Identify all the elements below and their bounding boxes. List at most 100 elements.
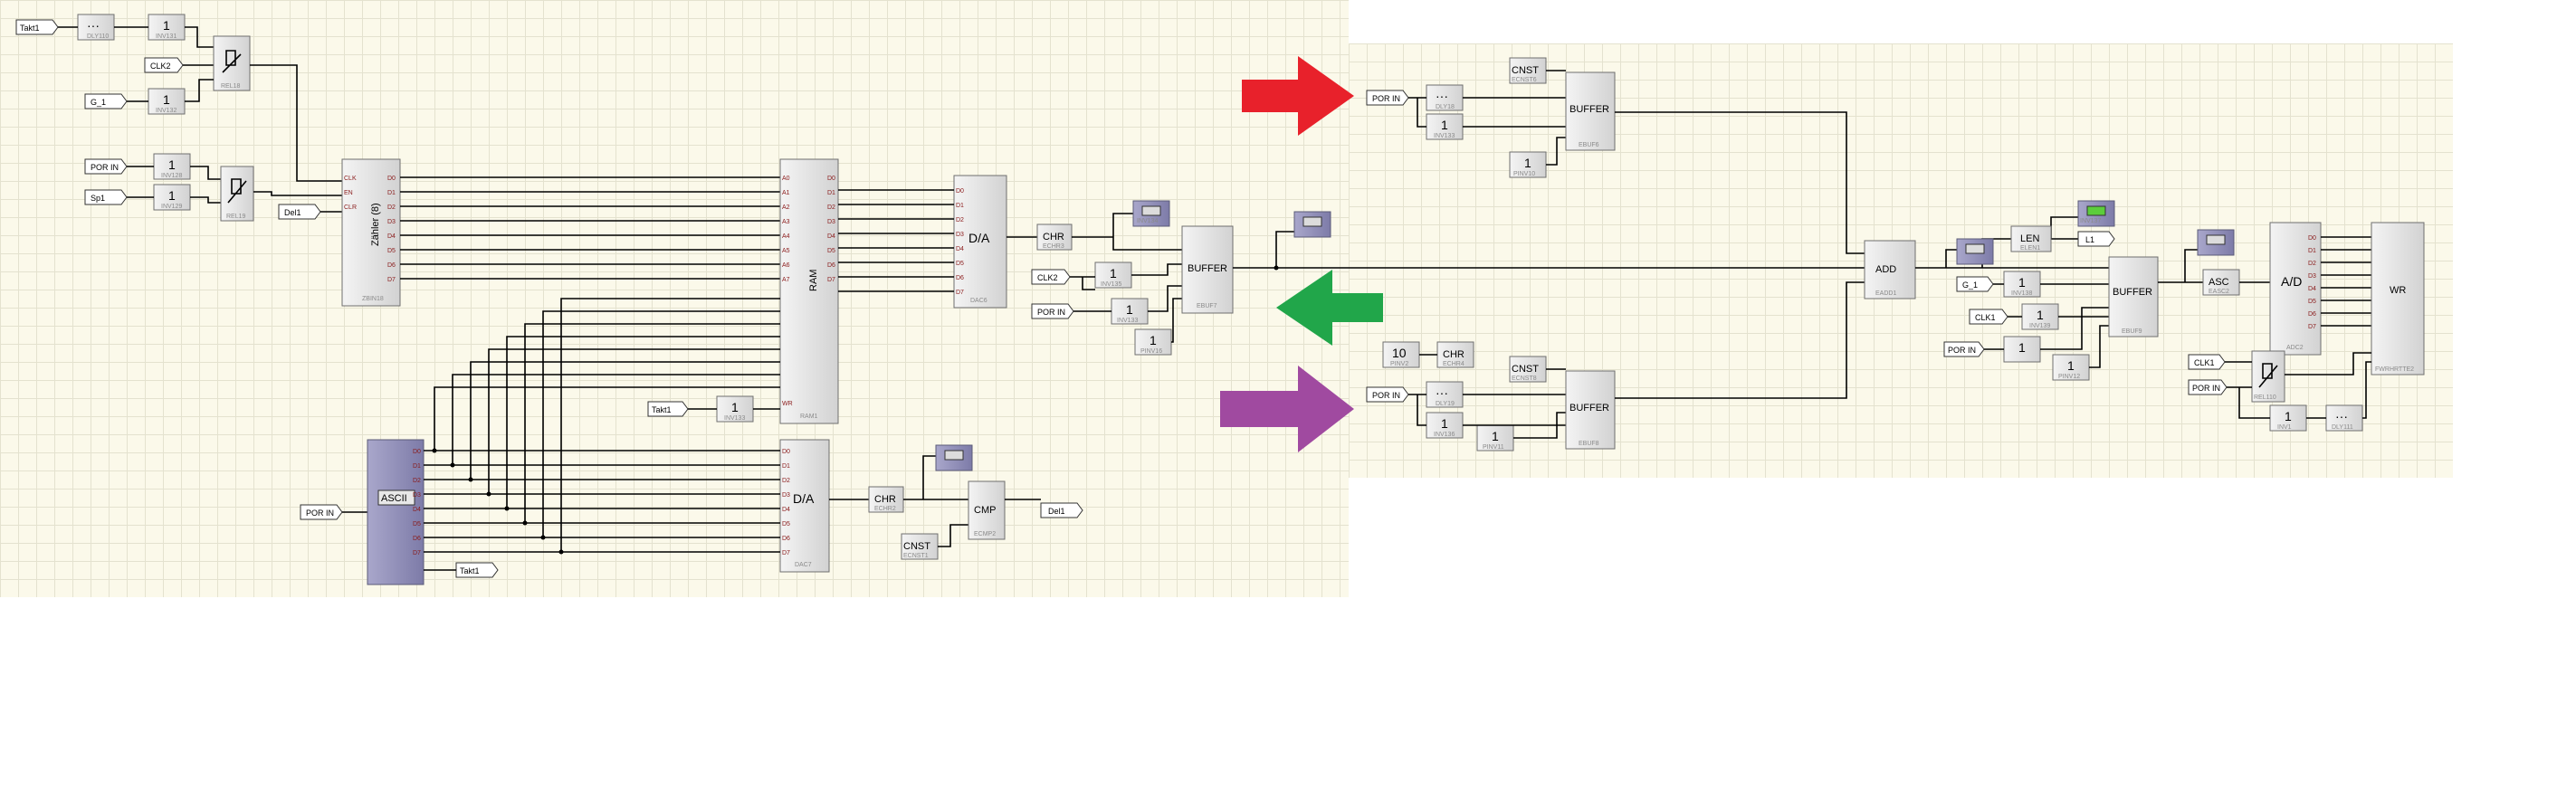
- tag-por-in-6[interactable]: [1943, 341, 1985, 357]
- buffer-9-label: BUFFER: [2113, 287, 2152, 298]
- inv-block-11[interactable]: [2021, 303, 2059, 330]
- ascii-pin-d7: D7: [413, 550, 421, 556]
- pinv-block-1[interactable]: [1134, 328, 1172, 356]
- add-block[interactable]: [1864, 240, 1916, 299]
- asc-block[interactable]: [2202, 269, 2240, 296]
- eadd1-sub: EADD1: [1875, 290, 1896, 297]
- pinv12-sub: PINV12: [2058, 374, 2080, 380]
- dly-block-4[interactable]: [2325, 404, 2363, 432]
- tag-clk2-2[interactable]: [1031, 269, 1071, 285]
- wire: [938, 524, 968, 547]
- ebuf6-sub: EBUF6: [1579, 142, 1599, 148]
- dly-block-3[interactable]: [1426, 381, 1464, 408]
- tag-takt1-2[interactable]: [647, 401, 689, 417]
- cnst-block-1[interactable]: [901, 533, 939, 560]
- pinv-5-label: 1: [2067, 358, 2075, 373]
- dac2-pin-d2: D2: [782, 478, 790, 484]
- wire: [1615, 111, 1865, 254]
- ram-out-pin-d5: D5: [827, 248, 835, 254]
- ascii-to-ram-wire: [542, 310, 780, 537]
- buffer-block-7[interactable]: [1181, 225, 1234, 314]
- adc2-sub: ADC2: [2286, 345, 2304, 351]
- chr-block-3[interactable]: [1436, 341, 1474, 368]
- display-1-screen: [1141, 205, 1161, 216]
- tag-g1[interactable]: [84, 93, 128, 109]
- dac-block-1[interactable]: [953, 175, 1007, 309]
- tag-sp1[interactable]: [84, 189, 128, 205]
- tag-clk1-2[interactable]: [2188, 354, 2226, 370]
- tag-g1-label: G_1: [91, 98, 106, 107]
- relay-block-2[interactable]: [220, 166, 254, 222]
- buffer-block-8[interactable]: [1565, 370, 1616, 450]
- pinv-block-5[interactable]: [2052, 354, 2090, 381]
- ascii-block[interactable]: [367, 439, 425, 585]
- inv-block-6-label: 1: [1110, 266, 1117, 280]
- tag-clk2-label: CLK2: [150, 62, 171, 71]
- len-block[interactable]: [2010, 225, 2052, 252]
- tag-por-in-1[interactable]: [84, 158, 128, 175]
- inv8-sub: INV133: [1434, 133, 1455, 139]
- dac1-pin-d3: D3: [956, 232, 964, 238]
- tag-por-in-5[interactable]: [1366, 386, 1409, 403]
- cnst-block-3[interactable]: [1509, 356, 1547, 383]
- inv-block-12[interactable]: [2003, 336, 2041, 363]
- counter-pin-d0: D0: [387, 176, 396, 182]
- wire: [2225, 352, 2371, 419]
- tag-clk2[interactable]: [144, 57, 184, 73]
- tag-por-in-3[interactable]: [300, 504, 343, 520]
- adc-pin-d2: D2: [2308, 261, 2316, 267]
- dac1-pin-d0: D0: [956, 188, 964, 195]
- adc-pin-d5: D5: [2308, 299, 2316, 305]
- counter-block[interactable]: [341, 158, 401, 307]
- dly-block-2[interactable]: [1426, 84, 1464, 111]
- tag-takt1[interactable]: [15, 19, 59, 35]
- junction: [504, 506, 510, 511]
- pinv16-sub: PINV16: [1140, 348, 1162, 355]
- tag-g1-2[interactable]: [1956, 276, 1994, 292]
- ecmp2-sub: ECMP2: [974, 531, 996, 537]
- wire: [58, 26, 214, 48]
- cmp-block[interactable]: [968, 480, 1006, 540]
- pinv-3-label: 10: [1392, 346, 1407, 360]
- tag-por-in-7[interactable]: [2188, 379, 2228, 395]
- inv138-sub: INV138: [2011, 290, 2032, 297]
- inv-block-5[interactable]: [716, 395, 754, 423]
- tag-del1-2[interactable]: [1040, 502, 1083, 518]
- adc-pin-d6: D6: [2308, 311, 2316, 318]
- buffer-block-6[interactable]: [1565, 71, 1616, 151]
- tag-takt1-3[interactable]: [455, 562, 499, 578]
- tag-por-in-2[interactable]: [1031, 303, 1074, 319]
- tag-l1[interactable]: [2077, 231, 2115, 247]
- tag-del1-1[interactable]: [278, 204, 321, 220]
- ram-block[interactable]: [779, 158, 839, 424]
- ascii-input-box[interactable]: [377, 490, 415, 506]
- cnst-block-2[interactable]: [1509, 57, 1547, 84]
- display-3-screen: [944, 450, 964, 461]
- inv-12-label: 1: [2018, 340, 2026, 355]
- tag-del1-1-label: Del1: [284, 208, 301, 217]
- tag-clk1-2-label: CLK1: [2194, 358, 2215, 367]
- ecnst1-sub: ECNST1: [903, 553, 929, 559]
- inv-block-1[interactable]: [148, 14, 186, 41]
- junction: [450, 462, 455, 468]
- inv-block-8[interactable]: [1426, 113, 1464, 140]
- inv-block-3[interactable]: [153, 153, 191, 180]
- echr3-sub: ECHR3: [1043, 243, 1064, 250]
- counter-pin-d6: D6: [387, 262, 396, 269]
- chr-block-2[interactable]: [868, 486, 904, 513]
- pinv-block-3[interactable]: [1382, 341, 1420, 368]
- wr-block[interactable]: [2371, 222, 2425, 375]
- buffer-block-9[interactable]: [2108, 256, 2159, 337]
- dac7-sub: DAC7: [795, 562, 812, 568]
- adc-block[interactable]: [2269, 222, 2322, 356]
- dac-block-2[interactable]: [779, 439, 830, 573]
- tag-clk1[interactable]: [1969, 309, 2008, 325]
- dly19-sub: DLY19: [1436, 401, 1455, 407]
- asc-label: ASC: [2209, 277, 2229, 288]
- inv1-sub: INV1: [2277, 424, 2292, 431]
- tag-por-in-4[interactable]: [1366, 90, 1409, 106]
- display-5-screen: [2086, 205, 2106, 216]
- adc-label: A/D: [2281, 274, 2302, 289]
- pinv-2-label: 1: [1524, 156, 1531, 170]
